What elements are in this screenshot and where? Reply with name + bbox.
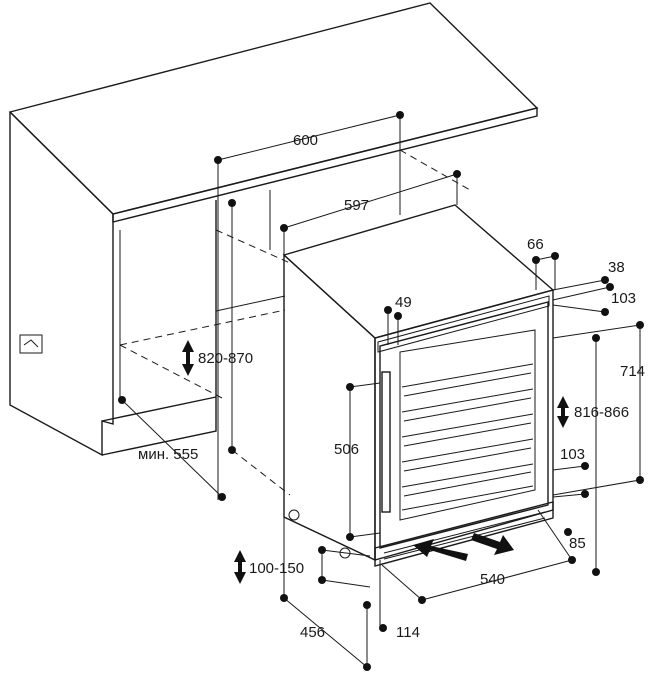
cabinet-side-panel — [9, 112, 114, 457]
label-top-offset: 38 — [608, 259, 625, 276]
height-adjust-arrow-icon — [182, 340, 194, 376]
hob-symbol-icon — [19, 334, 43, 354]
height-adjust-arrow-icon — [557, 396, 569, 428]
label-total-height: 714 — [620, 363, 645, 380]
cooler-top — [282, 204, 555, 339]
countertop-edge — [112, 107, 538, 223]
label-cabinet-width: 600 — [293, 132, 318, 149]
label-door-height: 506 — [334, 441, 359, 458]
label-plinth-height-range: 100-150 — [249, 560, 304, 577]
air-intake-arrow-icon — [413, 539, 468, 561]
label-appliance-height-range: 816-866 — [574, 404, 629, 421]
door-handle — [381, 371, 391, 513]
kitchen-cabinet — [8, 2, 539, 457]
label-plinth-depth: 85 — [569, 535, 586, 552]
label-bottom-width: 540 — [480, 571, 505, 588]
label-niche-width: 597 — [344, 197, 369, 214]
dimension-labels: 600 597 66 38 103 49 820-870 714 816-866… — [138, 132, 645, 641]
label-plinth-depth-left: 456 — [300, 624, 325, 641]
height-adjust-arrow-icon — [234, 550, 246, 584]
cooler-side — [283, 253, 376, 562]
air-outlet-arrow-icon — [471, 533, 514, 555]
label-bottom-offset: 103 — [560, 446, 585, 463]
label-min-depth: мин. 555 — [138, 446, 198, 463]
wine-cooler — [282, 204, 555, 567]
label-plinth-recess: 114 — [396, 624, 420, 641]
cooler-door — [379, 301, 549, 549]
label-niche-height-range: 820-870 — [198, 350, 253, 367]
label-depth-top: 103 — [611, 290, 636, 307]
wine-shelves — [401, 363, 534, 511]
label-top-gap: 66 — [527, 236, 544, 253]
cooler-glass — [399, 329, 536, 521]
dimension-lines — [118, 111, 644, 671]
label-door-left: 49 — [395, 294, 412, 311]
